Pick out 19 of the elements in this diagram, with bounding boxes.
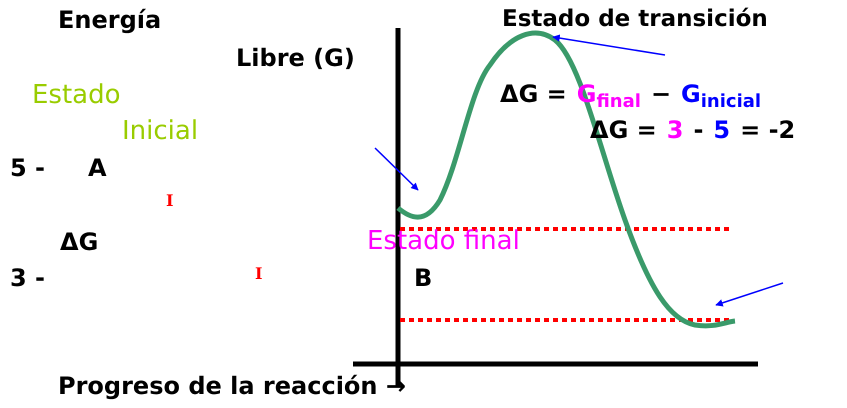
equation-term: - bbox=[693, 118, 704, 142]
text-label: Estado bbox=[32, 82, 121, 108]
text-label: Inicial bbox=[122, 118, 198, 144]
equation-term: 5 bbox=[713, 118, 730, 142]
equation-term: 3 bbox=[666, 118, 684, 142]
text-label: B bbox=[414, 266, 432, 290]
text-label: Estado de transición bbox=[502, 8, 768, 31]
text-label: A bbox=[88, 156, 107, 180]
equation-term: = -2 bbox=[740, 118, 796, 142]
text-label: I bbox=[166, 193, 174, 209]
text-label: Libre (G) bbox=[236, 46, 355, 70]
text-label: 3 - bbox=[10, 266, 46, 290]
text-label: Energía bbox=[58, 8, 162, 32]
equation-term: − bbox=[650, 82, 672, 106]
text-label: 5 - bbox=[10, 156, 46, 180]
equation-term: ΔG = bbox=[500, 82, 567, 106]
equation-term: G$_{inicial}$ bbox=[681, 82, 762, 106]
text-label: I bbox=[255, 266, 262, 282]
text-label: ΔG bbox=[60, 230, 98, 254]
